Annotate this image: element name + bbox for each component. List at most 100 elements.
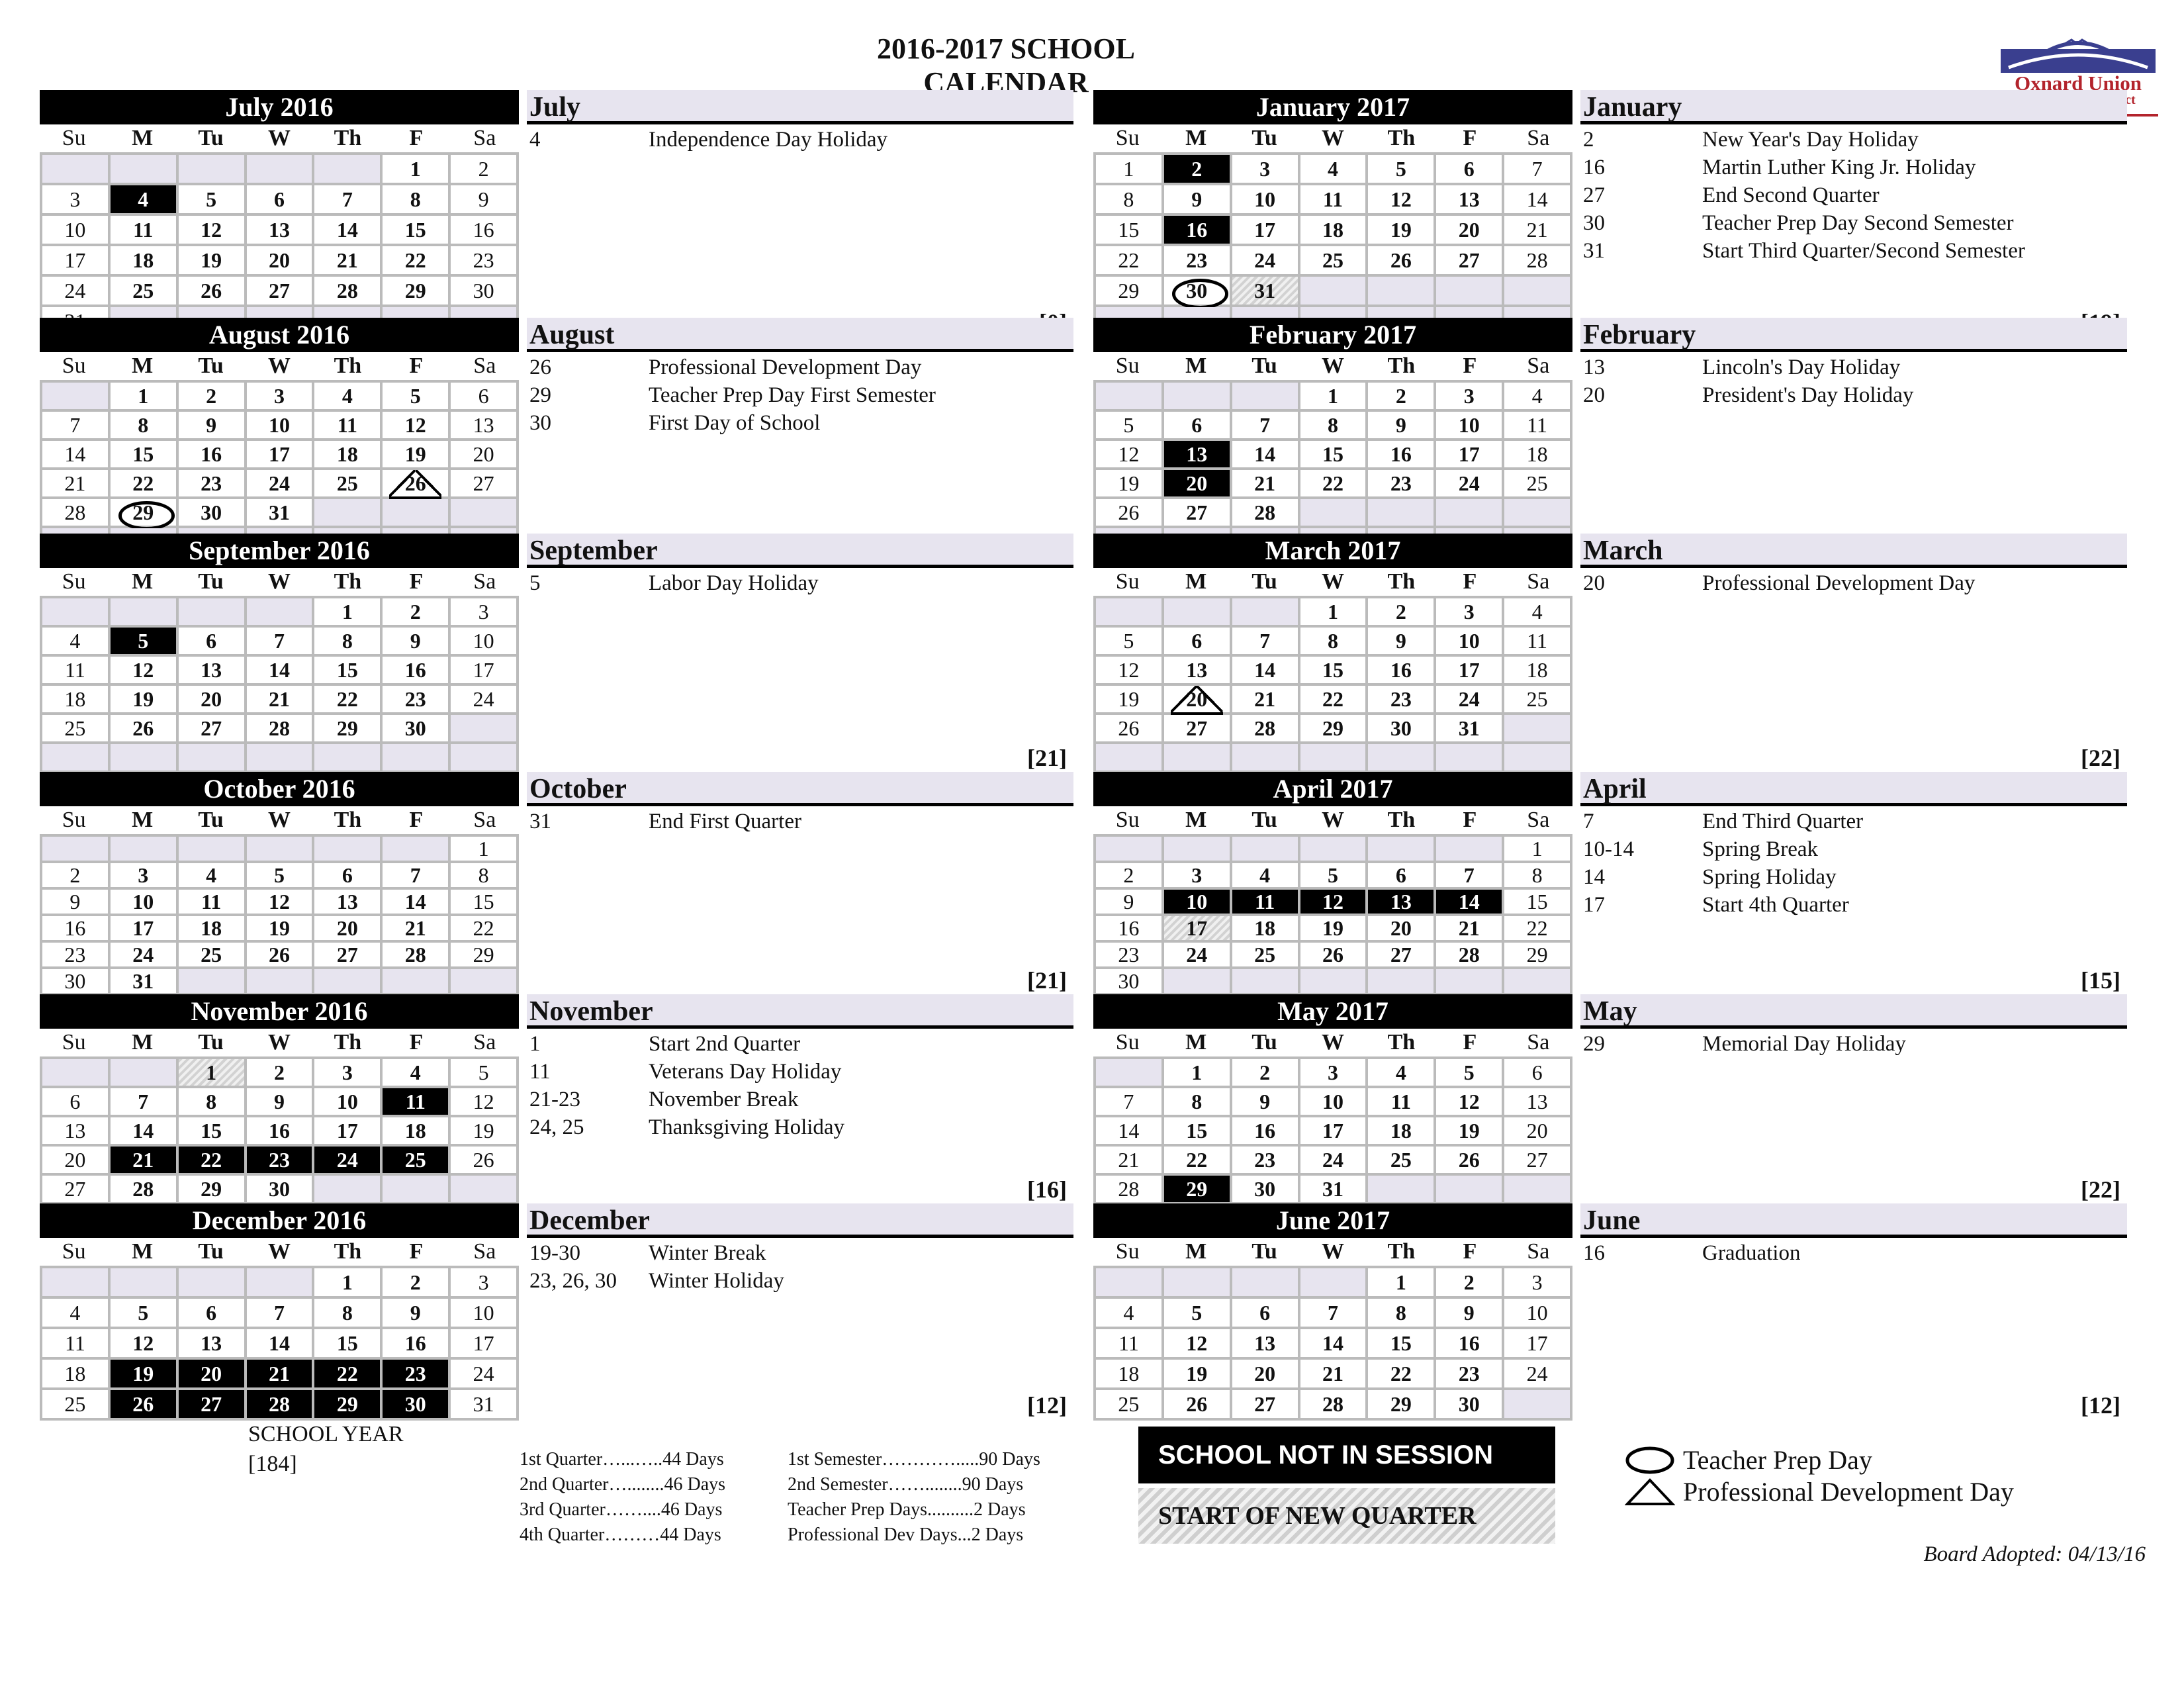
day-cell: 17 [451, 657, 516, 683]
day-cell: 12 [1163, 1329, 1230, 1357]
day-cell: 11 [178, 890, 244, 914]
event-text: Thanksgiving Holiday [649, 1115, 845, 1139]
day-cell: 2 [383, 1268, 449, 1296]
event-text: Spring Break [1702, 837, 1819, 861]
event-text: Professional Development Day [1702, 571, 1976, 595]
day-cell: 14 [1232, 441, 1298, 467]
day-cell: 18 [178, 916, 244, 940]
day-cell: 16 [42, 916, 108, 940]
events-header: January [1580, 90, 2127, 124]
day-cell: 3 [1163, 863, 1230, 887]
empty-day-cell [1163, 598, 1230, 625]
weekday-label: W [1321, 353, 1344, 378]
empty-day-cell [1096, 1059, 1161, 1086]
day-cell: 5 [110, 628, 176, 654]
day-cell: 24 [1232, 246, 1298, 274]
day-cell: 19 [1096, 686, 1161, 712]
day-cell: 8 [314, 628, 381, 654]
page-title: 2016-2017 SCHOOL CALENDAR [877, 32, 1135, 99]
event-text: Winter Holiday [649, 1269, 784, 1293]
day-cell: 2 [1232, 1059, 1298, 1086]
day-cell: 22 [451, 916, 516, 940]
day-cell: 9 [42, 890, 108, 914]
day-cell: 19 [1096, 470, 1161, 496]
weekday-label: Su [62, 1239, 86, 1264]
day-cell: 14 [1232, 657, 1298, 683]
weekday-label: Sa [1527, 353, 1550, 378]
day-cell: 28 [246, 1390, 312, 1418]
weekday-label: Tu [1251, 1030, 1277, 1055]
day-cell: 19 [110, 686, 176, 712]
events-header: October [527, 772, 1073, 806]
day-cell: 30 [42, 969, 108, 993]
events-header: November [527, 994, 1073, 1029]
school-day-count: [22] [2081, 1176, 2120, 1203]
day-cell: 12 [1368, 185, 1434, 213]
day-cell: 7 [110, 1088, 176, 1115]
event-text: Graduation [1702, 1241, 1801, 1265]
event-date: 31 [529, 810, 551, 833]
day-cell: 8 [1096, 185, 1161, 213]
day-cell: 2 [383, 598, 449, 625]
day-cell: 14 [246, 657, 312, 683]
day-cell: 21 [246, 1360, 312, 1387]
day-cell: 27 [1368, 943, 1434, 966]
day-cell: 12 [1096, 441, 1161, 467]
empty-day-cell [1163, 837, 1230, 861]
day-cell: 4 [1504, 383, 1570, 409]
weekday-label: M [1185, 353, 1207, 378]
event-text: Start 2nd Quarter [649, 1032, 801, 1056]
empty-day-cell [42, 744, 108, 771]
day-cell: 13 [42, 1117, 108, 1144]
empty-day-cell [1300, 1268, 1366, 1296]
empty-day-cell [1163, 383, 1230, 409]
weekday-label: Tu [1251, 569, 1277, 594]
event-text: Start 4th Quarter [1702, 893, 1849, 917]
event-text: Teacher Prep Day Second Semester [1702, 211, 2014, 235]
empty-day-cell [246, 155, 312, 183]
weekday-label: F [1463, 808, 1477, 832]
empty-day-cell [110, 598, 176, 625]
day-cell: 2 [1163, 155, 1230, 183]
day-cell: 19 [451, 1117, 516, 1144]
day-cell: 24 [246, 470, 312, 496]
empty-day-cell [1504, 499, 1570, 526]
empty-day-cell [178, 837, 244, 861]
day-cell: 13 [1504, 1088, 1570, 1115]
weekday-label: Tu [198, 808, 224, 832]
day-cell: 30 [383, 1390, 449, 1418]
day-cell: 1 [383, 155, 449, 183]
empty-day-cell [314, 499, 381, 526]
empty-day-cell [451, 744, 516, 771]
day-cell: 4 [110, 185, 176, 213]
legend-pd-label: Professional Development Day [1683, 1477, 2014, 1507]
day-cell: 7 [1436, 863, 1502, 887]
day-cell: 6 [1368, 863, 1434, 887]
event-text: Memorial Day Holiday [1702, 1032, 1906, 1056]
weekday-label: Su [62, 353, 86, 378]
day-cell: 4 [42, 1299, 108, 1327]
day-cell: 31 [1300, 1176, 1366, 1202]
weekday-label: W [267, 1239, 291, 1264]
day-cell: 23 [383, 1360, 449, 1387]
day-cell: 10 [1232, 185, 1298, 213]
day-cell: 31 [1232, 277, 1298, 305]
quarter-stat: 2nd Quarter…........46 Days [520, 1474, 726, 1495]
day-cell: 25 [383, 1147, 449, 1173]
weekday-label: F [409, 353, 424, 378]
empty-day-cell [1368, 1176, 1434, 1202]
day-cell: 25 [314, 470, 381, 496]
day-cell: 1 [1300, 383, 1366, 409]
day-cell: 11 [314, 412, 381, 438]
day-cell: 22 [314, 686, 381, 712]
